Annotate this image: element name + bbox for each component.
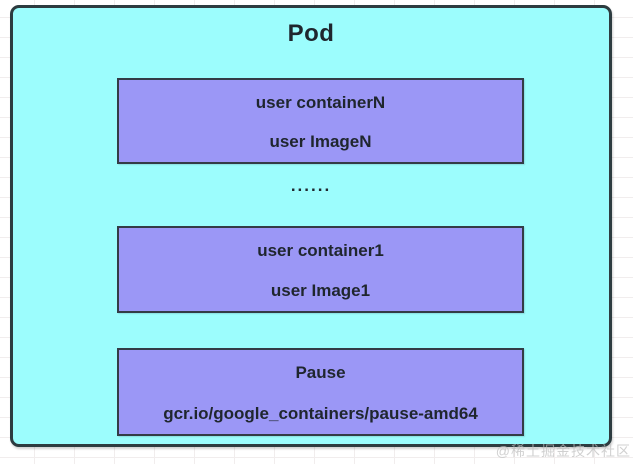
container-1-image: user Image1 xyxy=(270,281,371,300)
container-box-pause: Pause gcr.io/google_containers/pause-amd… xyxy=(117,348,524,436)
watermark: @稀土掘金技术社区 xyxy=(495,443,631,459)
container-1-name: user container1 xyxy=(257,241,384,260)
pause-image: gcr.io/google_containers/pause-amd64 xyxy=(163,404,478,423)
ellipsis: ...... xyxy=(290,176,332,195)
container-n-image: user ImageN xyxy=(269,132,372,151)
container-box-user-1: user container1 user Image1 xyxy=(117,226,524,313)
pod-box: Pod user containerN user ImageN ...... u… xyxy=(10,5,612,447)
container-n-name: user containerN xyxy=(255,93,386,112)
pause-name: Pause xyxy=(295,363,346,382)
container-box-user-n: user containerN user ImageN xyxy=(117,78,524,164)
pod-title: Pod xyxy=(287,20,335,47)
